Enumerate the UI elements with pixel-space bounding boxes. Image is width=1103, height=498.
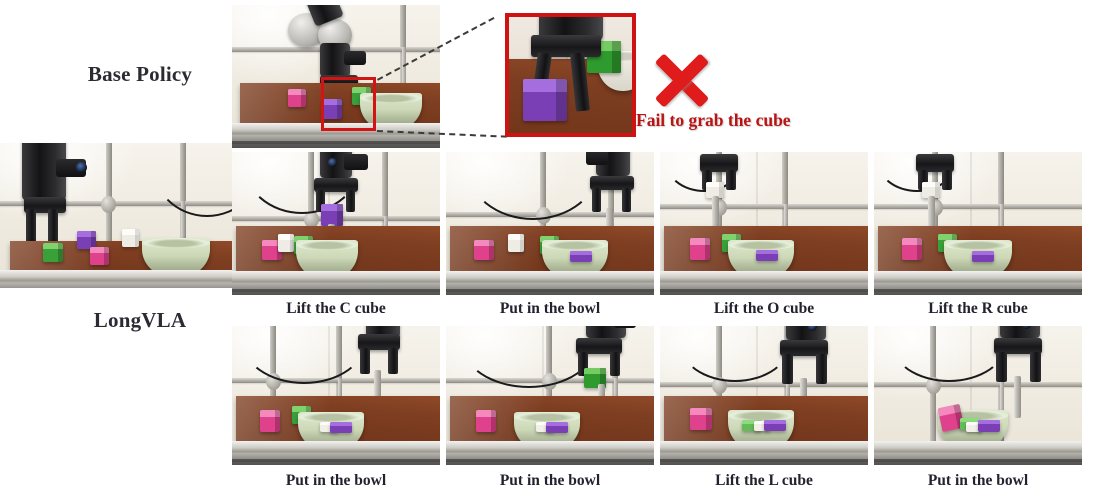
- caption-r1c4: Lift the R cube: [928, 300, 1028, 317]
- caption-r1c1: Lift the C cube: [286, 300, 386, 317]
- failure-cross-icon: [650, 48, 714, 112]
- caption-r1c3: Lift the O cube: [713, 300, 815, 317]
- longvla-frame-r2c4: [874, 326, 1082, 465]
- row-label-base-policy: Base Policy: [87, 62, 193, 86]
- caption-r2c1: Put in the bowl: [285, 472, 387, 489]
- caption-r2c3: Lift the L cube: [715, 472, 813, 489]
- caption-r2c2: Put in the bowl: [499, 472, 601, 489]
- zoomed-gripper-inset: [505, 13, 636, 137]
- longvla-frame-r1c3: [660, 152, 868, 295]
- longvla-frame-r1c4: [874, 152, 1082, 295]
- caption-r2c4: Put in the bowl: [927, 472, 1029, 489]
- row-label-longvla: LongVLA: [93, 308, 187, 332]
- longvla-frame-r2c1: [232, 326, 440, 465]
- failure-highlight-box: [321, 77, 376, 131]
- longvla-frame-r1c1: [232, 152, 440, 295]
- longvla-frame-r2c2: [446, 326, 654, 465]
- initial-scene-panel: [0, 143, 232, 288]
- longvla-frame-r2c3: [660, 326, 868, 465]
- failure-caption: Fail to grab the cube: [636, 110, 791, 130]
- caption-r1c2: Put in the bowl: [499, 300, 601, 317]
- longvla-frame-r1c2: [446, 152, 654, 295]
- base-policy-frame: [232, 5, 440, 148]
